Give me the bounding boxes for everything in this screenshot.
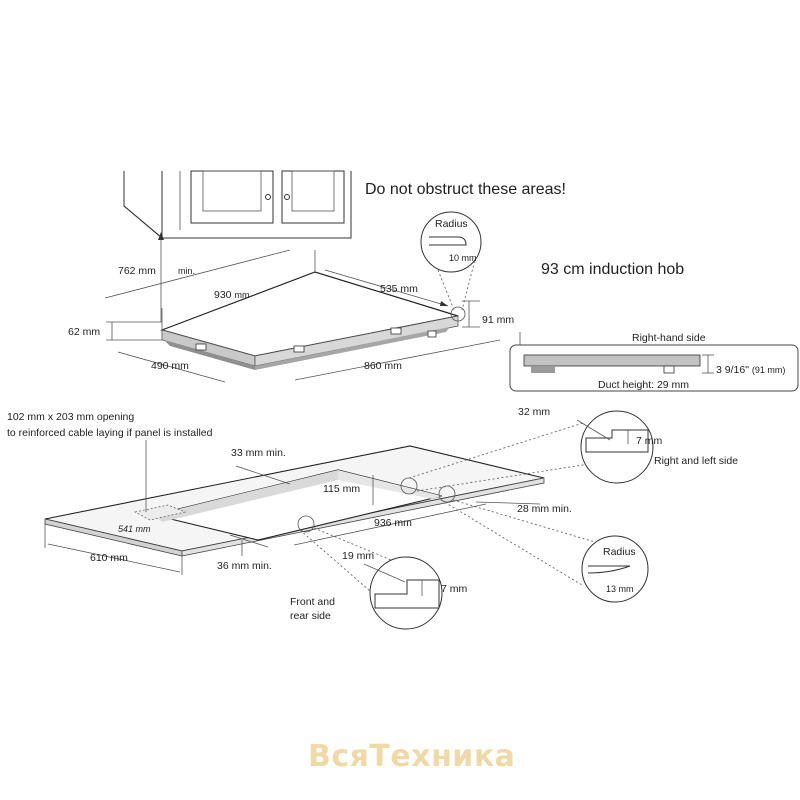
hob-dimensions: 930 mm 535 mm 91 mm 62 mm 490 mm 860 mm	[68, 249, 514, 383]
front-margin-label: 36 mm min.	[217, 560, 272, 572]
radius-10-label: Radius	[435, 218, 468, 230]
warning-text: Do not obstruct these areas!	[365, 181, 566, 198]
counter-depth-label: 610 mm	[90, 552, 128, 564]
side-step-depth: 7 mm	[636, 435, 663, 447]
watermark-logo: ВсяТехника	[308, 739, 515, 774]
cutout-depth-label: 115 mm	[323, 483, 360, 495]
side-step-detail: 32 mm 7 mm Right and left side	[408, 406, 738, 492]
hob-height-left-label: 62 mm	[68, 326, 100, 338]
radius-13-value: 13 mm	[606, 584, 634, 594]
cabinet-clearance-label: 762 mm	[118, 265, 156, 277]
cabinet-clearance-dimension: 762 mm min.	[118, 232, 195, 322]
opening-width-label: 541 mm	[118, 524, 151, 534]
side-step-width: 32 mm	[518, 406, 550, 418]
radius-13-detail: Radius 13 mm	[440, 499, 649, 603]
hob-width-bottom-label: 860 mm	[364, 360, 402, 372]
hob-width-label: 930 mm	[214, 289, 249, 301]
front-step-width: 19 mm	[342, 550, 374, 562]
side-step-caption: Right and left side	[654, 455, 738, 467]
side-margin-label: 28 mm min.	[517, 503, 572, 515]
radius-10-value: 10 mm	[449, 253, 477, 263]
side-view-duct: Duct height: 29 mm	[598, 379, 689, 391]
opening-note-line2: to reinforced cable laying if panel is i…	[7, 427, 213, 439]
cutout-dimensions: 102 mm x 203 mm opening to reinforced ca…	[7, 411, 572, 575]
hob-depth-bottom-label: 490 mm	[151, 360, 189, 372]
product-title: 93 cm induction hob	[541, 261, 684, 278]
opening-note-line1: 102 mm x 203 mm opening	[7, 411, 134, 423]
front-step-detail: 19 mm 7 mm Front and rear side	[290, 527, 468, 630]
side-view-title: Right-hand side	[632, 332, 706, 344]
radius-10-detail: Radius 10 mm	[420, 211, 482, 311]
front-step-caption-2: rear side	[290, 610, 331, 622]
front-step-depth: 7 mm	[441, 583, 468, 595]
hob-height-right-label: 91 mm	[482, 314, 514, 326]
hob	[160, 271, 466, 370]
side-view-height: 3 9/16" (91 mm)	[716, 364, 785, 376]
upper-cabinet	[123, 170, 352, 240]
radius-13-label: Radius	[603, 546, 636, 558]
front-step-caption-1: Front and	[290, 596, 335, 608]
cabinet-clearance-suffix: min.	[178, 266, 195, 276]
countertop	[44, 445, 545, 557]
side-view-panel: Right-hand side 3 9/16" (91 mm) Duct hei…	[509, 332, 799, 392]
hob-depth-top-label: 535 mm	[380, 283, 418, 295]
back-margin-label: 33 mm min.	[231, 447, 286, 459]
cutout-width-label: 936 mm	[374, 517, 412, 529]
